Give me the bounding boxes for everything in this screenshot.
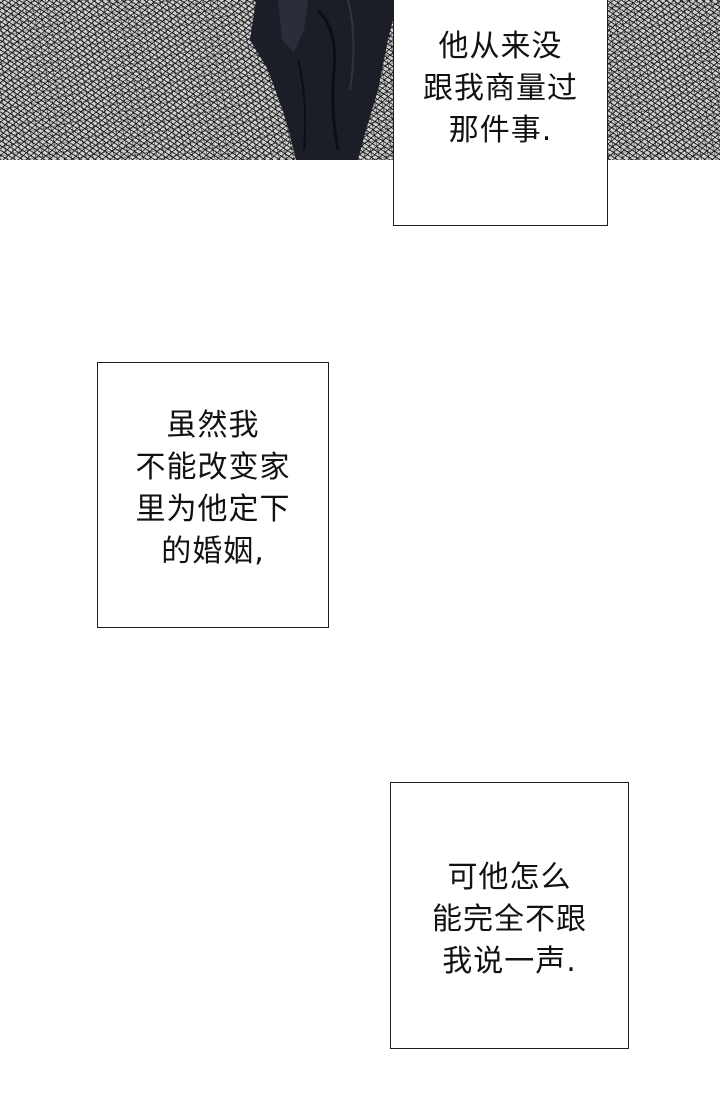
caption-box-3: 可他怎么 能完全不跟 我说一声. (390, 782, 629, 1049)
caption-text-1: 他从来没 跟我商量过 那件事. (423, 29, 578, 148)
caption-box-2: 虽然我 不能改变家 里为他定下 的婚姻, (97, 362, 329, 628)
caption-text-3: 可他怎么 能完全不跟 我说一声. (432, 859, 587, 979)
caption-box-1: 他从来没 跟我商量过 那件事. (393, 0, 608, 226)
top-comic-panel (0, 0, 720, 160)
character-figure (250, 0, 398, 160)
caption-text-2: 虽然我 不能改变家 里为他定下 的婚姻, (135, 408, 291, 569)
